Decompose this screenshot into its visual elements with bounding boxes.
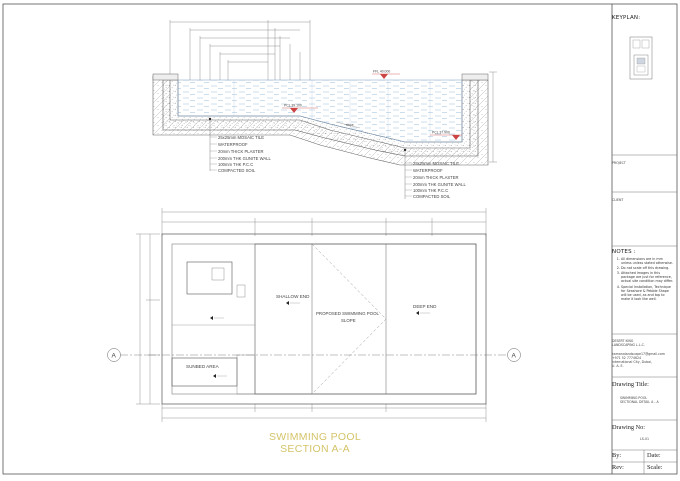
sheet-title-line1: SWIMMING POOL <box>269 431 361 443</box>
company-email: kamanalandscape17@gmail.com <box>612 352 665 357</box>
section-marker-left: A <box>112 353 117 360</box>
company-name: DESERT KING LANDSCAPING L.L.C. <box>612 339 645 348</box>
deep-layer-6: COMPACTED SOIL <box>413 194 451 199</box>
shallow-layer-1: 25x25mm MOSAIC TILE <box>218 135 264 140</box>
shallow-layer-4: 200mm THK GUNITE WALL <box>218 156 271 161</box>
shallow-layer-3: 20mm THICK PLASTER <box>218 149 264 154</box>
deep-layer-2: WATERPROOF <box>413 168 443 173</box>
section-marker-right: A <box>512 353 517 360</box>
by-label: By: <box>612 452 622 459</box>
note-item: Special Installation, Technique for Seas… <box>621 285 674 301</box>
drawing-no-label: Drawing No: <box>612 424 646 431</box>
keyplan-thumbnail <box>629 36 653 80</box>
notes-block: NOTES : All dimensions are in mm unless … <box>612 249 674 302</box>
label-sunbed-area: SUNBED AREA <box>186 364 220 369</box>
shallow-layer-6: COMPACTED SOIL <box>218 168 256 173</box>
label-slope-line1: PROPOSED SWIMMING POOL <box>316 311 379 316</box>
keyplan-label: KEYPLAN: <box>612 15 641 21</box>
company-address-line1: International City, Dubai, <box>612 360 652 365</box>
level-shallow: PCL 39.100 <box>284 104 302 108</box>
note-item: All dimensions are in mm unless unless s… <box>621 257 674 265</box>
deep-layer-5: 100mm THK P.C.C <box>413 188 448 193</box>
rev-label: Rev: <box>612 464 624 471</box>
level-ffl: FFL 40.000 <box>373 70 390 74</box>
project-label: PROJECT <box>612 161 626 165</box>
client-label: CLIENT <box>612 198 624 202</box>
company-phone: +971 52 7774624 <box>612 356 642 361</box>
shallow-layer-2: WATERPROOF <box>218 142 248 147</box>
drawing-title-value-line2: SECTIONAL DETAIL A - A <box>620 400 659 405</box>
pool-section: FFL 40.000 PCL 39.100 PCL 37.900 slope 2… <box>152 20 497 199</box>
notes-list: All dimensions are in mm unless unless s… <box>612 257 674 301</box>
company-block: DESERT KING LANDSCAPING L.L.C. kamanalan… <box>612 339 674 369</box>
scale-label: Scale: <box>647 464 663 471</box>
drawing-no-value: LS-01 <box>640 437 650 441</box>
drawing-title-value-line1: SWIMMING POOL <box>620 396 648 400</box>
pool-plan: A A SHALLOW END DEEP END PROPOSED SWIMMI… <box>107 208 521 422</box>
notes-heading: NOTES : <box>612 249 636 255</box>
label-deep-end: DEEP END <box>413 304 437 309</box>
deep-layer-3: 20mm THICK PLASTER <box>413 175 459 180</box>
label-slope-line2: SLOPE <box>341 318 356 323</box>
deep-layer-4: 200mm THK GUNITE WALL <box>413 182 466 187</box>
sheet-title-line2: SECTION A-A <box>280 443 350 455</box>
deep-layer-1: 25x25mm MOSAIC TILE <box>413 161 459 166</box>
note-item: Attached Images in this package are just… <box>621 271 674 283</box>
label-shallow-end: SHALLOW END <box>276 294 310 299</box>
shallow-layer-5: 100mm THK P.C.C <box>218 162 253 167</box>
drawing-title-label: Drawing Title: <box>612 381 649 388</box>
date-label: Date: <box>647 452 661 459</box>
slope-label: slope <box>346 123 354 127</box>
company-address-line2: U. A. E. <box>612 364 624 369</box>
level-deep: PCL 37.900 <box>432 131 450 135</box>
sheet-border <box>2 3 678 475</box>
sheet-title: SWIMMING POOL SECTION A-A <box>240 431 390 455</box>
drawing-title-value: SWIMMING POOL SECTIONAL DETAIL A - A <box>620 396 672 404</box>
note-item: Do not scale off this drawing. <box>621 266 674 270</box>
